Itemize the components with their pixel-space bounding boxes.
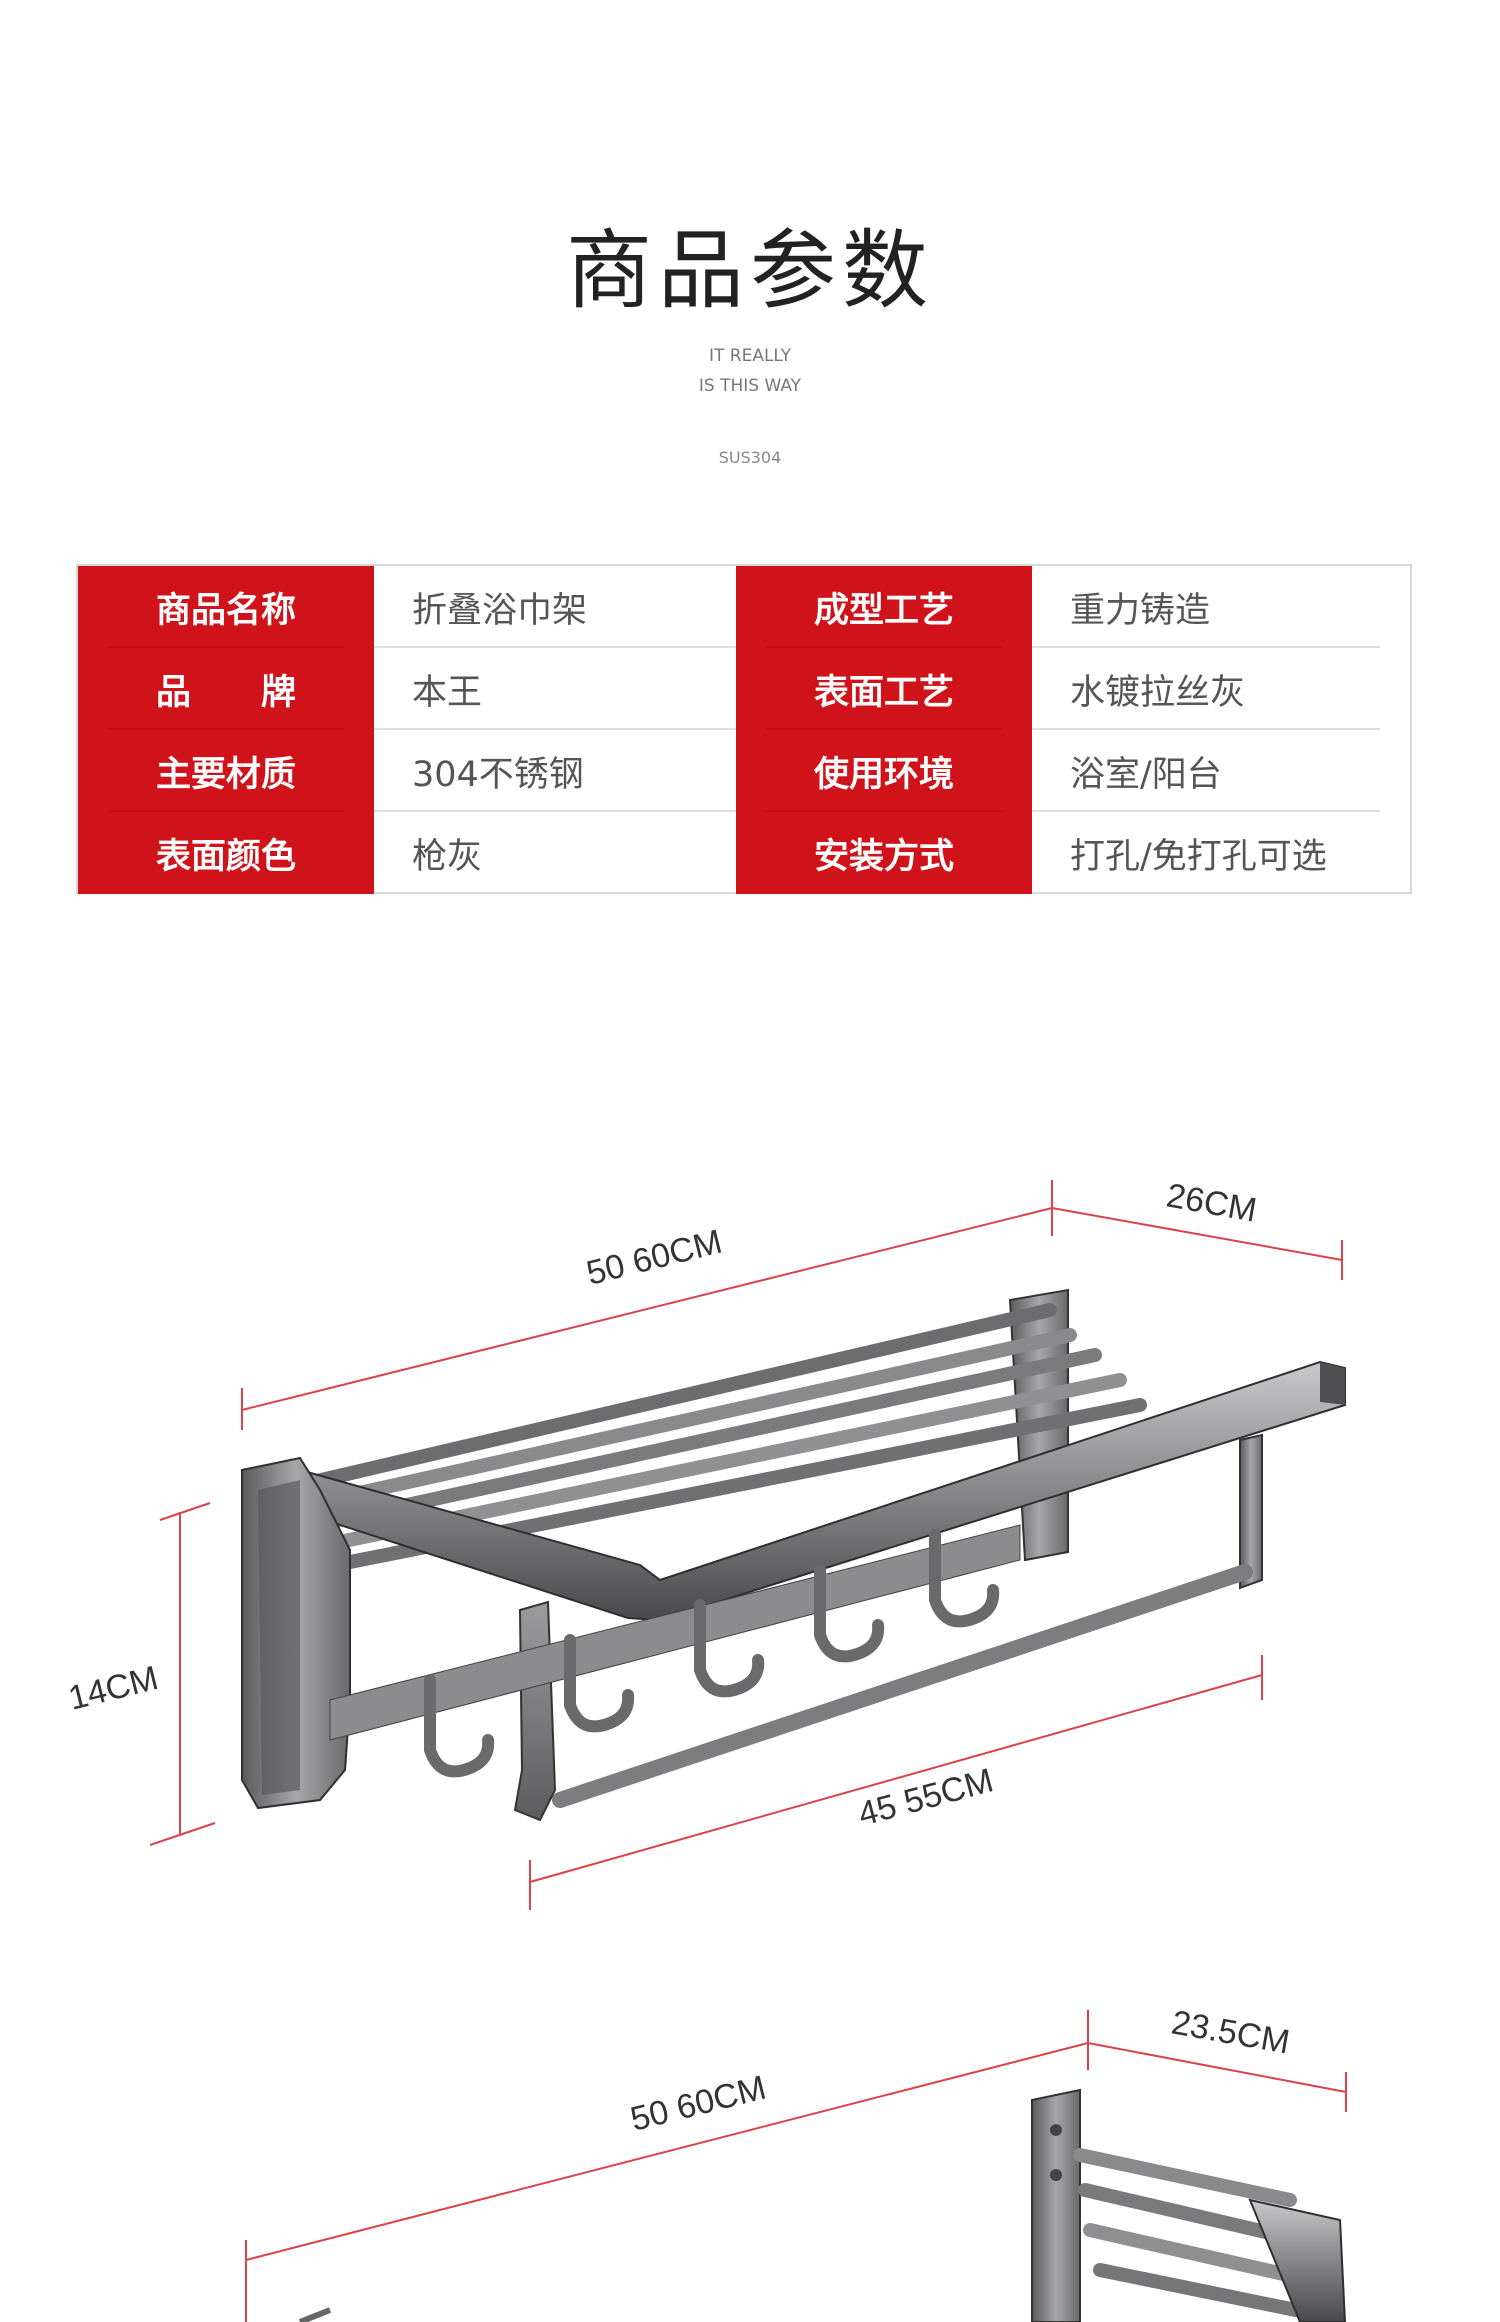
- dimension-top-length-label: 50 60CM: [583, 1223, 726, 1293]
- shelf-diagram-2: 50 60CM 23.5CM: [245, 2003, 1347, 2322]
- row-divider: [766, 646, 1002, 648]
- towel-rack-illustration: [241, 1288, 1346, 1822]
- row-divider: [108, 646, 344, 648]
- spec-label: 安装方式: [736, 812, 1032, 894]
- spec-row: 表面颜色 枪灰 安装方式 打孔/免打孔可选: [78, 812, 1410, 894]
- dimension-top-length-label-2: 50 60CM: [627, 2069, 770, 2139]
- subtitle-line-2: IS THIS WAY: [698, 376, 802, 396]
- spec-label: 使用环境: [736, 730, 1032, 812]
- spec-row: 主要材质 304不锈钢 使用环境 浴室/阳台: [78, 730, 1410, 812]
- spec-row: 品 牌 本王 表面工艺 水镀拉丝灰: [78, 648, 1410, 730]
- spec-value: 重力铸造: [1070, 590, 1211, 631]
- spec-value: 本王: [412, 672, 483, 713]
- spec-label: 成型工艺: [736, 566, 1032, 648]
- row-divider: [374, 646, 736, 648]
- spec-value: 水镀拉丝灰: [1070, 672, 1246, 713]
- row-divider: [766, 728, 1002, 730]
- spec-label: 品 牌: [78, 648, 374, 730]
- spec-value: 打孔/免打孔可选: [1070, 836, 1327, 877]
- spec-value: 折叠浴巾架: [412, 590, 588, 631]
- row-divider: [108, 810, 344, 812]
- row-divider: [1032, 810, 1380, 812]
- dimension-line-depth-2: [1087, 2042, 1347, 2112]
- spec-label: 表面工艺: [736, 648, 1032, 730]
- dimension-line-bar-length: [529, 1655, 1263, 1910]
- page-title: 商品参数: [566, 221, 934, 321]
- dimension-line-height: [149, 1502, 216, 1846]
- dimension-bar-length-label: 45 55CM: [854, 1761, 997, 1833]
- row-divider: [1032, 728, 1380, 730]
- spec-label: 表面颜色: [78, 812, 374, 894]
- spec-value: 304不锈钢: [412, 754, 584, 795]
- dimension-line-depth: [1051, 1207, 1343, 1280]
- spec-label: 商品名称: [78, 566, 374, 648]
- spec-label: 主要材质: [78, 730, 374, 812]
- dimension-height-label: 14CM: [65, 1659, 162, 1718]
- subtitle-line-1: IT REALLY: [708, 346, 792, 366]
- row-divider: [374, 728, 736, 730]
- material-code: SUS304: [718, 448, 782, 467]
- row-divider: [108, 728, 344, 730]
- shelf-diagram-1: 50 60CM 26CM 14CM 45 55CM: [65, 1176, 1346, 1910]
- spec-table: 商品名称 折叠浴巾架 成型工艺 重力铸造 品 牌 本王 表面工艺 水镀拉丝灰 主…: [76, 564, 1412, 894]
- row-divider: [766, 810, 1002, 812]
- towel-rack-illustration-2: [298, 2088, 1347, 2322]
- dimension-depth-label-2: 23.5CM: [1169, 2003, 1293, 2061]
- row-divider: [374, 810, 736, 812]
- spec-value: 浴室/阳台: [1070, 754, 1222, 795]
- product-dimension-diagram: 50 60CM 26CM 14CM 45 55CM: [65, 1176, 1347, 2322]
- dimension-line-top-length-2: [245, 2010, 1089, 2322]
- row-divider: [1032, 646, 1380, 648]
- spec-value: 枪灰: [412, 836, 483, 877]
- dimension-depth-label: 26CM: [1164, 1176, 1260, 1229]
- spec-row: 商品名称 折叠浴巾架 成型工艺 重力铸造: [78, 566, 1410, 648]
